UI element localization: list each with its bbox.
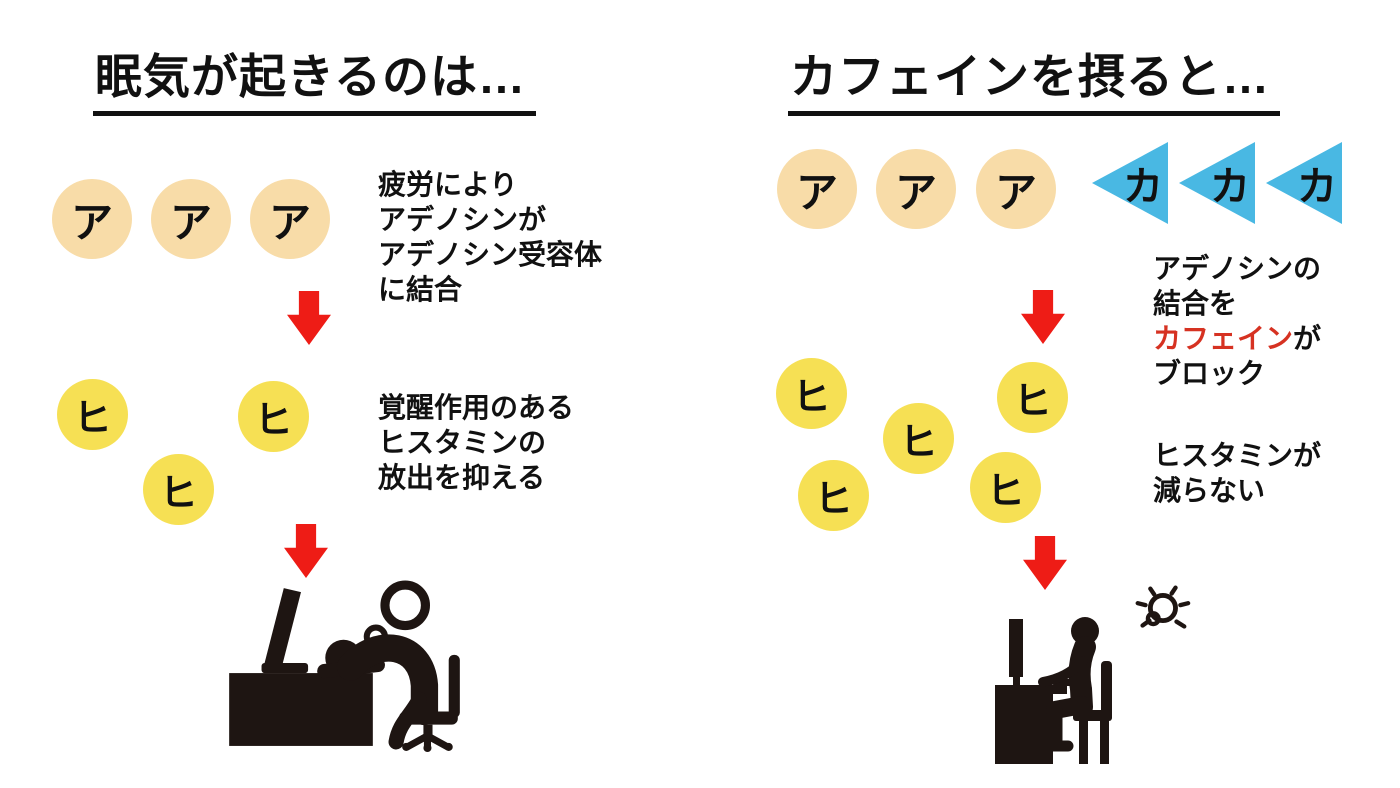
down-arrow-icon [284, 524, 328, 578]
caption-line: アデノシン受容体 [378, 239, 603, 270]
caption-line: カフェインが [1153, 321, 1321, 356]
down-arrow-icon [1021, 290, 1065, 344]
down-arrow-icon [287, 291, 331, 345]
caption-line: 結合を [1153, 288, 1238, 319]
caption-line: 覚醒作用のある [378, 392, 575, 423]
histamine-circle: ヒ [57, 379, 128, 450]
caption-line: アデノシンが [378, 204, 547, 235]
caption-line: 放出を抑える [378, 462, 546, 493]
right-step1-caption: アデノシンの 結合を カフェインが ブロック [1153, 251, 1321, 391]
caption-line: アデノシンの [1153, 253, 1322, 284]
adenosine-circle: ア [976, 149, 1056, 229]
adenosine-circle: ア [250, 179, 330, 259]
caption-line: 疲労により [378, 169, 518, 200]
left-step1-caption: 疲労により アデノシンが アデノシン受容体 に結合 [378, 167, 602, 307]
left-step2-caption: 覚醒作用のある ヒスタミンの 放出を抑える [378, 390, 574, 495]
lightbulb-rays-icon [1126, 578, 1196, 640]
histamine-circle: ヒ [776, 358, 847, 429]
awake-worker-at-desk-icon [993, 597, 1143, 767]
caption-line: ヒスタミンが [1153, 440, 1322, 471]
histamine-circle: ヒ [798, 460, 869, 531]
caption-line: ブロック [1153, 358, 1266, 389]
right-step2-caption: ヒスタミンが 減らない [1153, 438, 1321, 508]
caffeine-triangle: カ [1092, 142, 1168, 224]
caffeine-word-red: カフェイン [1153, 323, 1294, 354]
histamine-circle: ヒ [238, 381, 309, 452]
sleepy-worker-at-desk-icon [222, 580, 467, 752]
caption-line-suffix: が [1293, 323, 1322, 354]
adenosine-circle: ア [52, 179, 132, 259]
histamine-circle: ヒ [970, 452, 1041, 523]
left-panel-title: 眠気が起きるのは… [93, 50, 537, 117]
histamine-circle: ヒ [997, 362, 1068, 433]
adenosine-circle: ア [151, 179, 231, 259]
down-arrow-icon [1023, 536, 1067, 590]
histamine-circle: ヒ [143, 454, 214, 525]
caffeine-triangle: カ [1179, 142, 1255, 224]
caption-line: ヒスタミンの [378, 427, 547, 458]
right-panel-title: カフェインを摂ると… [788, 50, 1280, 117]
adenosine-circle: ア [777, 149, 857, 229]
histamine-circle: ヒ [883, 403, 954, 474]
caffeine-triangle: カ [1266, 142, 1342, 224]
adenosine-circle: ア [876, 149, 956, 229]
caption-line: に結合 [378, 274, 463, 305]
caption-line: 減らない [1153, 475, 1266, 506]
